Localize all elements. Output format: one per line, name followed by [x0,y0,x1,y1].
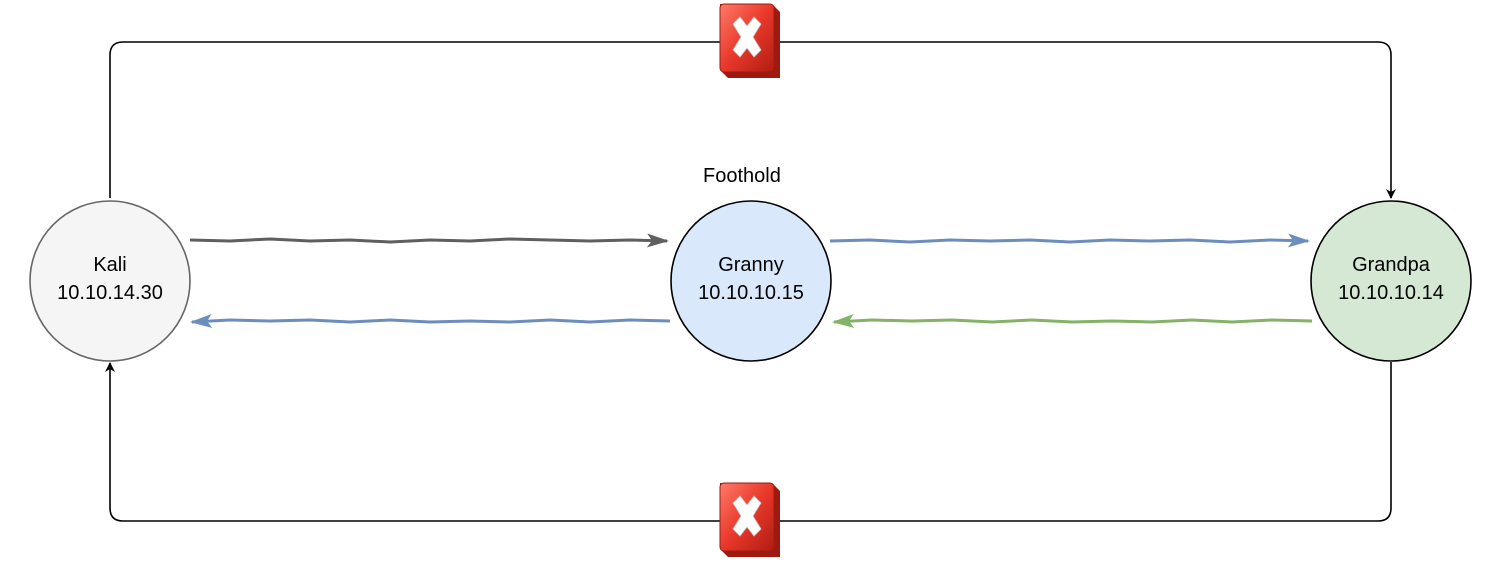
grandpa-ip: 10.10.10.14 [1338,282,1444,304]
bottom-blocked-x-icon [719,482,780,557]
kali-ip: 10.10.14.30 [57,282,163,304]
kali-label: Kali 10.10.14.30 [30,251,190,307]
granny-to-kali-arrow [190,313,671,328]
kali-name: Kali [93,254,127,276]
grandpa-name: Grandpa [1352,254,1430,276]
kali-node[interactable] [29,200,191,362]
foothold-label: Foothold [703,165,781,187]
top-blocked-x-icon [719,3,780,78]
granny-node[interactable] [670,200,832,362]
kali-to-granny-arrow [189,233,669,248]
grandpa-label: Grandpa 10.10.10.14 [1311,251,1471,307]
grandpa-node[interactable] [1310,200,1472,362]
granny-name: Granny [718,254,784,276]
grandpa-to-granny-arrow [832,313,1313,328]
granny-ip: 10.10.10.15 [698,282,804,304]
granny-to-grandpa-arrow [829,233,1310,248]
granny-label: Granny 10.10.10.15 [671,251,831,307]
